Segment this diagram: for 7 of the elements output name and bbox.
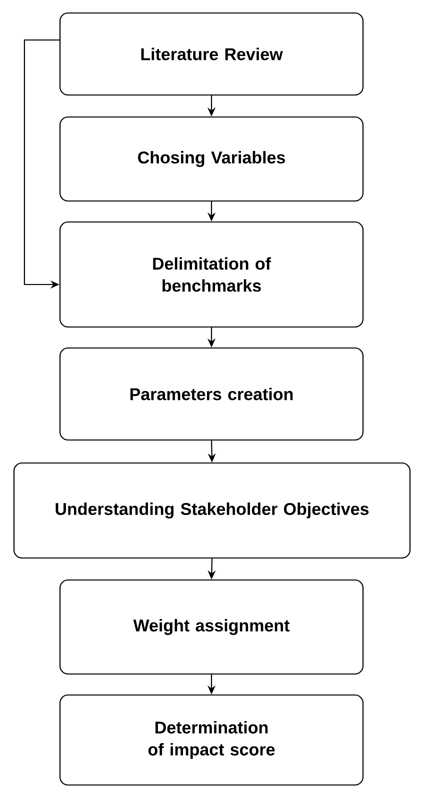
process-box: Delimitation of benchmarks <box>59 221 364 328</box>
process-box: Chosing Variables <box>59 116 364 202</box>
process-box: Weight assignment <box>59 579 364 675</box>
process-box: Literature Review <box>59 12 364 96</box>
process-box: Understanding Stakeholder Objectives <box>13 462 411 559</box>
process-box: Parameters creation <box>59 347 364 441</box>
process-box: Determination of impact score <box>59 694 364 786</box>
